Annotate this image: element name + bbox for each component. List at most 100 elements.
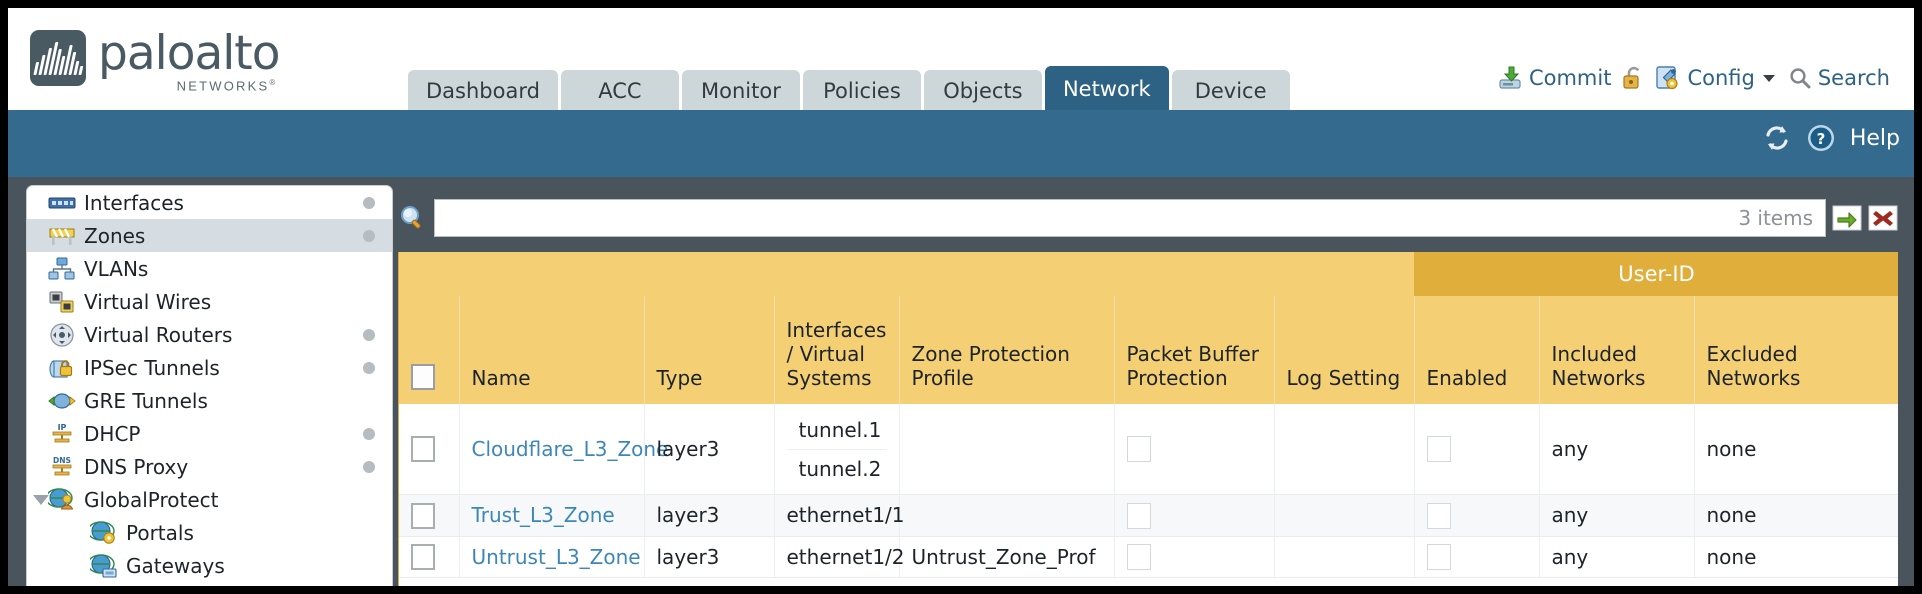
sidebar-item-dns-proxy[interactable]: DNS DNS Proxy xyxy=(27,450,392,483)
filter-input[interactable]: 3 items xyxy=(434,199,1826,237)
cell-included-networks: any xyxy=(1539,536,1695,578)
green-arrow-apply-icon[interactable] xyxy=(1832,203,1862,233)
sidebar-item-virtual-routers[interactable]: Virtual Routers xyxy=(27,318,392,351)
config-menu-button[interactable]: Config xyxy=(1655,65,1776,91)
cell-type: layer3 xyxy=(644,494,775,537)
filter-bar: 3 items xyxy=(398,196,1898,240)
chevron-down-icon[interactable] xyxy=(33,494,49,505)
sidebar-status-dot xyxy=(363,229,375,242)
dns-proxy-icon: DNS xyxy=(47,454,77,480)
cell-log-setting xyxy=(1274,404,1415,495)
cell-user-id-enabled xyxy=(1414,536,1540,578)
zones-table-wrap: User-ID Name Type Interfaces / Virtual S… xyxy=(398,252,1898,586)
gateways-globe-icon xyxy=(89,553,119,579)
table-row[interactable]: Cloudflare_L3_Zone layer3 tunnel.1 tunne… xyxy=(399,404,1898,495)
red-x-clear-icon[interactable] xyxy=(1868,203,1898,233)
sidebar-item-label: DHCP xyxy=(84,421,141,446)
vlans-network-icon xyxy=(47,256,77,282)
zone-name-link[interactable]: Untrust_L3_Zone xyxy=(471,544,641,569)
sidebar-item-dhcp[interactable]: IP DHCP xyxy=(27,417,392,450)
search-magnifier-icon[interactable] xyxy=(398,203,428,233)
zone-name-link[interactable]: Trust_L3_Zone xyxy=(471,503,615,528)
col-header-zone-protection-profile[interactable]: Zone Protection Profile xyxy=(899,296,1115,404)
cell-packet-buffer-protection xyxy=(1114,494,1275,537)
col-header-enabled[interactable]: Enabled xyxy=(1414,296,1540,404)
user-id-enabled-checkbox[interactable] xyxy=(1426,544,1451,570)
gre-tunnels-icon xyxy=(47,388,77,414)
tab-dashboard[interactable]: Dashboard xyxy=(408,70,558,112)
col-header-log-setting[interactable]: Log Setting xyxy=(1274,296,1415,404)
zone-name-link[interactable]: Cloudflare_L3_Zone xyxy=(471,437,669,461)
cell-excluded-networks: none xyxy=(1694,536,1898,578)
zones-table: User-ID Name Type Interfaces / Virtual S… xyxy=(399,252,1898,578)
col-header-interfaces[interactable]: Interfaces / Virtual Systems xyxy=(774,296,900,404)
ipsec-tunnels-lock-icon xyxy=(47,355,77,381)
sidebar-item-zones[interactable]: Zones xyxy=(27,219,392,252)
col-header-included-networks[interactable]: Included Networks xyxy=(1539,296,1695,404)
user-id-enabled-checkbox[interactable] xyxy=(1426,436,1451,463)
help-label[interactable]: Help xyxy=(1849,125,1900,151)
svg-text:?: ? xyxy=(1816,130,1825,148)
cell-user-id-enabled xyxy=(1414,494,1540,537)
table-row[interactable]: Untrust_L3_Zone layer3 ethernet1/2 Untru… xyxy=(399,536,1898,578)
search-button[interactable]: Search xyxy=(1788,66,1890,90)
tab-objects[interactable]: Objects xyxy=(923,70,1042,112)
sidebar-status-dot xyxy=(363,328,375,341)
items-count: 3 items xyxy=(1738,206,1813,230)
cell-log-setting xyxy=(1274,494,1415,537)
cell-interfaces: tunnel.1 tunnel.2 xyxy=(774,404,900,495)
context-bar-actions: ? Help xyxy=(1762,123,1900,153)
user-id-enabled-checkbox[interactable] xyxy=(1426,502,1451,529)
sidebar-item-label: Interfaces xyxy=(84,190,184,215)
sidebar-item-virtual-wires[interactable]: Virtual Wires xyxy=(27,285,392,318)
row-checkbox[interactable] xyxy=(411,544,435,570)
packet-buffer-checkbox[interactable] xyxy=(1126,502,1151,529)
refresh-icon[interactable] xyxy=(1762,124,1792,152)
cell-zone-protection-profile: Untrust_Zone_Prof xyxy=(899,536,1115,578)
col-header-packet-buffer-protection[interactable]: Packet Buffer Protection xyxy=(1114,296,1275,404)
sidebar-item-gateways[interactable]: Gateways xyxy=(27,549,392,582)
sidebar-item-gre-tunnels[interactable]: GRE Tunnels xyxy=(27,384,392,417)
table-column-header-row: Name Type Interfaces / Virtual Systems Z… xyxy=(399,296,1898,404)
col-header-name[interactable]: Name xyxy=(459,296,645,404)
tab-policies[interactable]: Policies xyxy=(802,70,921,112)
sidebar-item-portals[interactable]: Portals xyxy=(27,516,392,549)
chevron-down-icon[interactable] xyxy=(1761,72,1777,84)
sidebar-status-dot xyxy=(363,196,375,209)
row-checkbox[interactable] xyxy=(411,502,435,529)
paloalto-logo-icon xyxy=(30,30,86,86)
commit-button[interactable]: Commit xyxy=(1497,65,1611,91)
cell-name: Trust_L3_Zone xyxy=(459,494,645,537)
sidebar-item-label: DNS Proxy xyxy=(84,454,189,479)
sidebar-status-dot xyxy=(363,460,375,473)
col-header-excluded-networks[interactable]: Excluded Networks xyxy=(1694,296,1898,404)
cell-name: Cloudflare_L3_Zone xyxy=(459,404,668,495)
brand-name: paloalto xyxy=(98,26,280,81)
group-header-user-id: User-ID xyxy=(1414,252,1898,296)
tab-device[interactable]: Device xyxy=(1171,70,1290,112)
tab-monitor[interactable]: Monitor xyxy=(681,70,800,112)
select-all-header xyxy=(399,296,460,404)
svg-text:DNS: DNS xyxy=(53,456,71,465)
sidebar-item-vlans[interactable]: VLANs xyxy=(27,252,392,285)
sidebar-item-interfaces[interactable]: Interfaces xyxy=(27,186,392,219)
config-wrench-icon xyxy=(1655,65,1681,91)
packet-buffer-checkbox[interactable] xyxy=(1126,544,1151,570)
portals-globe-gear-icon xyxy=(89,520,119,546)
tab-acc[interactable]: ACC xyxy=(560,70,679,112)
interface-entry: tunnel.1 xyxy=(798,418,882,442)
main-nav-tabs: Dashboard ACC Monitor Policies Objects N… xyxy=(408,66,1290,112)
packet-buffer-checkbox[interactable] xyxy=(1126,436,1151,463)
row-checkbox[interactable] xyxy=(411,436,435,463)
sidebar-item-globalprotect[interactable]: GlobalProtect xyxy=(27,483,392,516)
interface-entry: tunnel.2 xyxy=(786,449,887,487)
app-window: paloalto NETWORKS® Dashboard ACC Monitor… xyxy=(8,8,1914,586)
help-question-icon[interactable]: ? xyxy=(1806,123,1836,153)
sidebar-item-ipsec-tunnels[interactable]: IPSec Tunnels xyxy=(27,351,392,384)
lock-button[interactable] xyxy=(1622,65,1644,91)
tab-network[interactable]: Network xyxy=(1044,66,1169,112)
table-row[interactable]: Trust_L3_Zone layer3 ethernet1/1 any non… xyxy=(399,494,1898,537)
col-header-type[interactable]: Type xyxy=(644,296,775,404)
brand-logo: paloalto NETWORKS® xyxy=(30,26,280,93)
select-all-checkbox[interactable] xyxy=(411,364,435,390)
